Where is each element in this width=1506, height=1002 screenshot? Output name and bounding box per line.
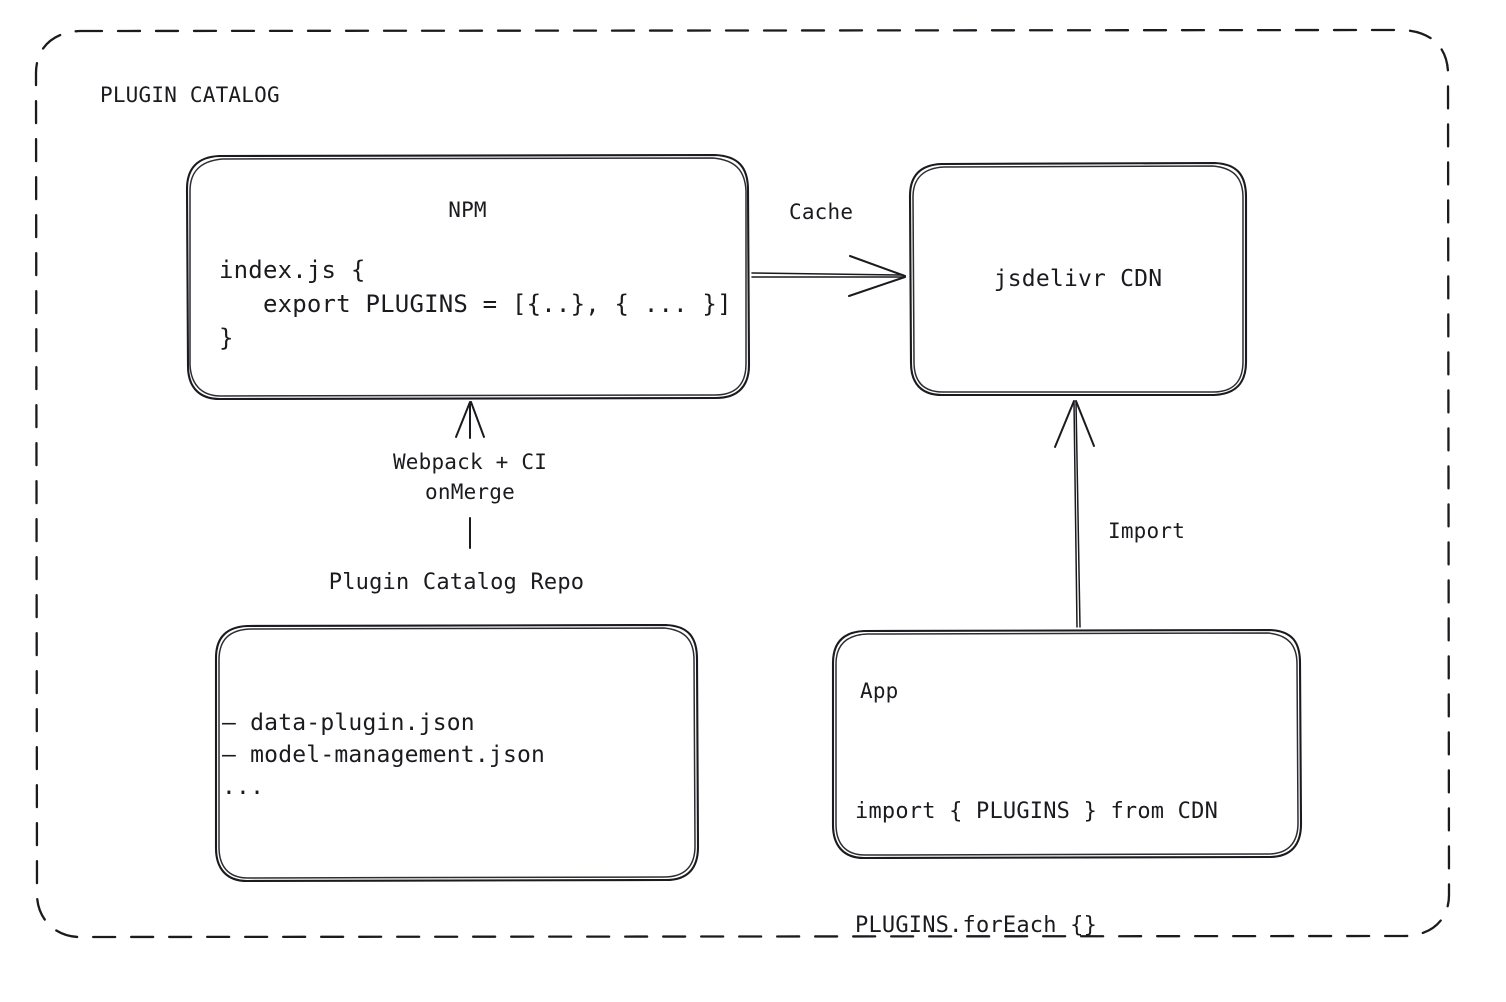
group-title: PLUGIN CATALOG [100, 83, 280, 107]
app-node-title: App [860, 679, 899, 703]
app-node-code: import { PLUGINS } from CDN PLUGINS.forE… [855, 735, 1218, 1002]
app-node[interactable] [833, 630, 1302, 859]
edge-label-webpack-ci-onmerge: Webpack + CI onMerge [392, 450, 548, 505]
repo-node-caption: Plugin Catalog Repo [328, 570, 585, 595]
repo-node[interactable] [216, 625, 699, 882]
app-code-line-import: import { PLUGINS } from CDN [855, 798, 1219, 824]
npm-node[interactable] [187, 155, 749, 400]
repo-node-file-list: – data-plugin.json – model-management.js… [222, 710, 546, 801]
cdn-node[interactable] [910, 163, 1247, 396]
cdn-node-title: jsdelivr CDN [993, 266, 1163, 292]
edge-npm-to-cdn-arrow [751, 255, 906, 297]
npm-node-code: index.js { export PLUGINS = [{..}, { ...… [219, 256, 732, 353]
app-code-line-foreach: PLUGINS.forEach {} [855, 912, 1098, 938]
edge-app-to-cdn-arrow [1054, 400, 1095, 628]
edge-label-cache: Cache [789, 200, 854, 224]
edge-label-import: Import [1108, 519, 1186, 543]
npm-node-title: NPM [448, 198, 487, 222]
